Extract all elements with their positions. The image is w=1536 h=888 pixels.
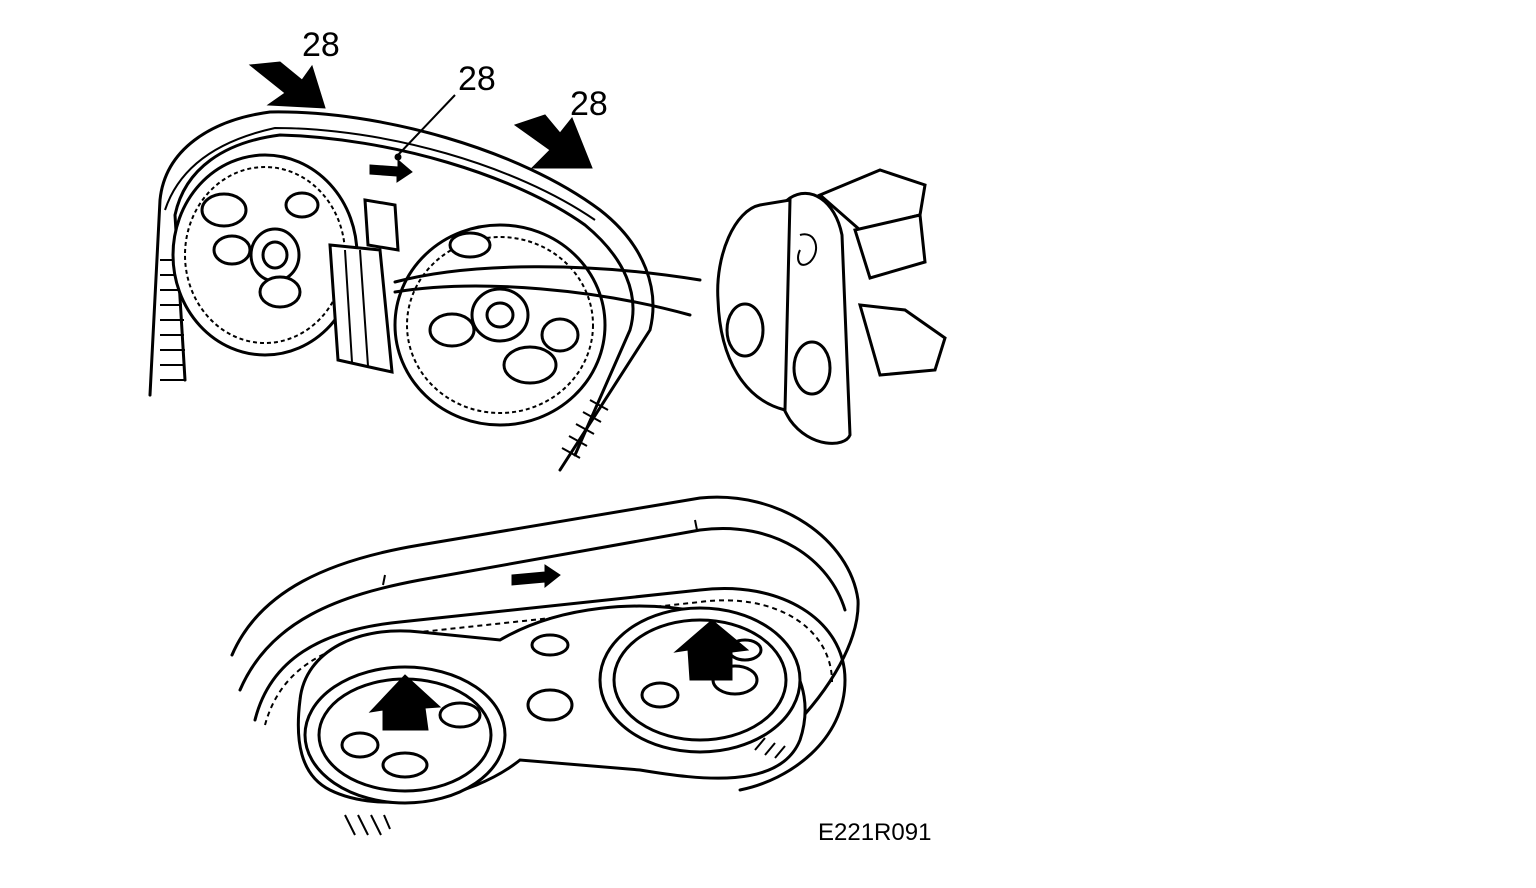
bottom-belt-cover-inner xyxy=(238,527,847,692)
belt-direction-arrow-bottom xyxy=(511,564,561,589)
callout-label-left: 28 xyxy=(302,26,340,64)
alignment-arrow-right xyxy=(673,619,750,681)
callout-label-right: 28 xyxy=(570,85,608,123)
locking-tool-detail xyxy=(716,168,947,445)
feeler-wire xyxy=(393,265,702,317)
cam-locking-tool xyxy=(328,198,400,374)
belt-direction-arrow-top xyxy=(369,158,413,183)
callout-arrow-right xyxy=(513,114,593,169)
bottom-toothed-belt xyxy=(253,587,847,792)
top-belt-assembly: 28 28 28 xyxy=(148,26,702,472)
callout-leader-center xyxy=(397,94,456,156)
bottom-belt-cover-outer xyxy=(230,495,860,732)
figure-code: E221R091 xyxy=(818,819,931,846)
callout-arrow-left xyxy=(248,61,326,109)
bottom-belt-assembly xyxy=(230,495,860,836)
top-belt-outer xyxy=(148,110,655,472)
callout-label-center: 28 xyxy=(458,60,496,98)
bottom-left-pulley xyxy=(303,665,507,805)
tool-rear-plate xyxy=(716,198,792,412)
right-cam-pulley xyxy=(393,223,607,427)
alignment-arrow-left xyxy=(368,674,442,731)
